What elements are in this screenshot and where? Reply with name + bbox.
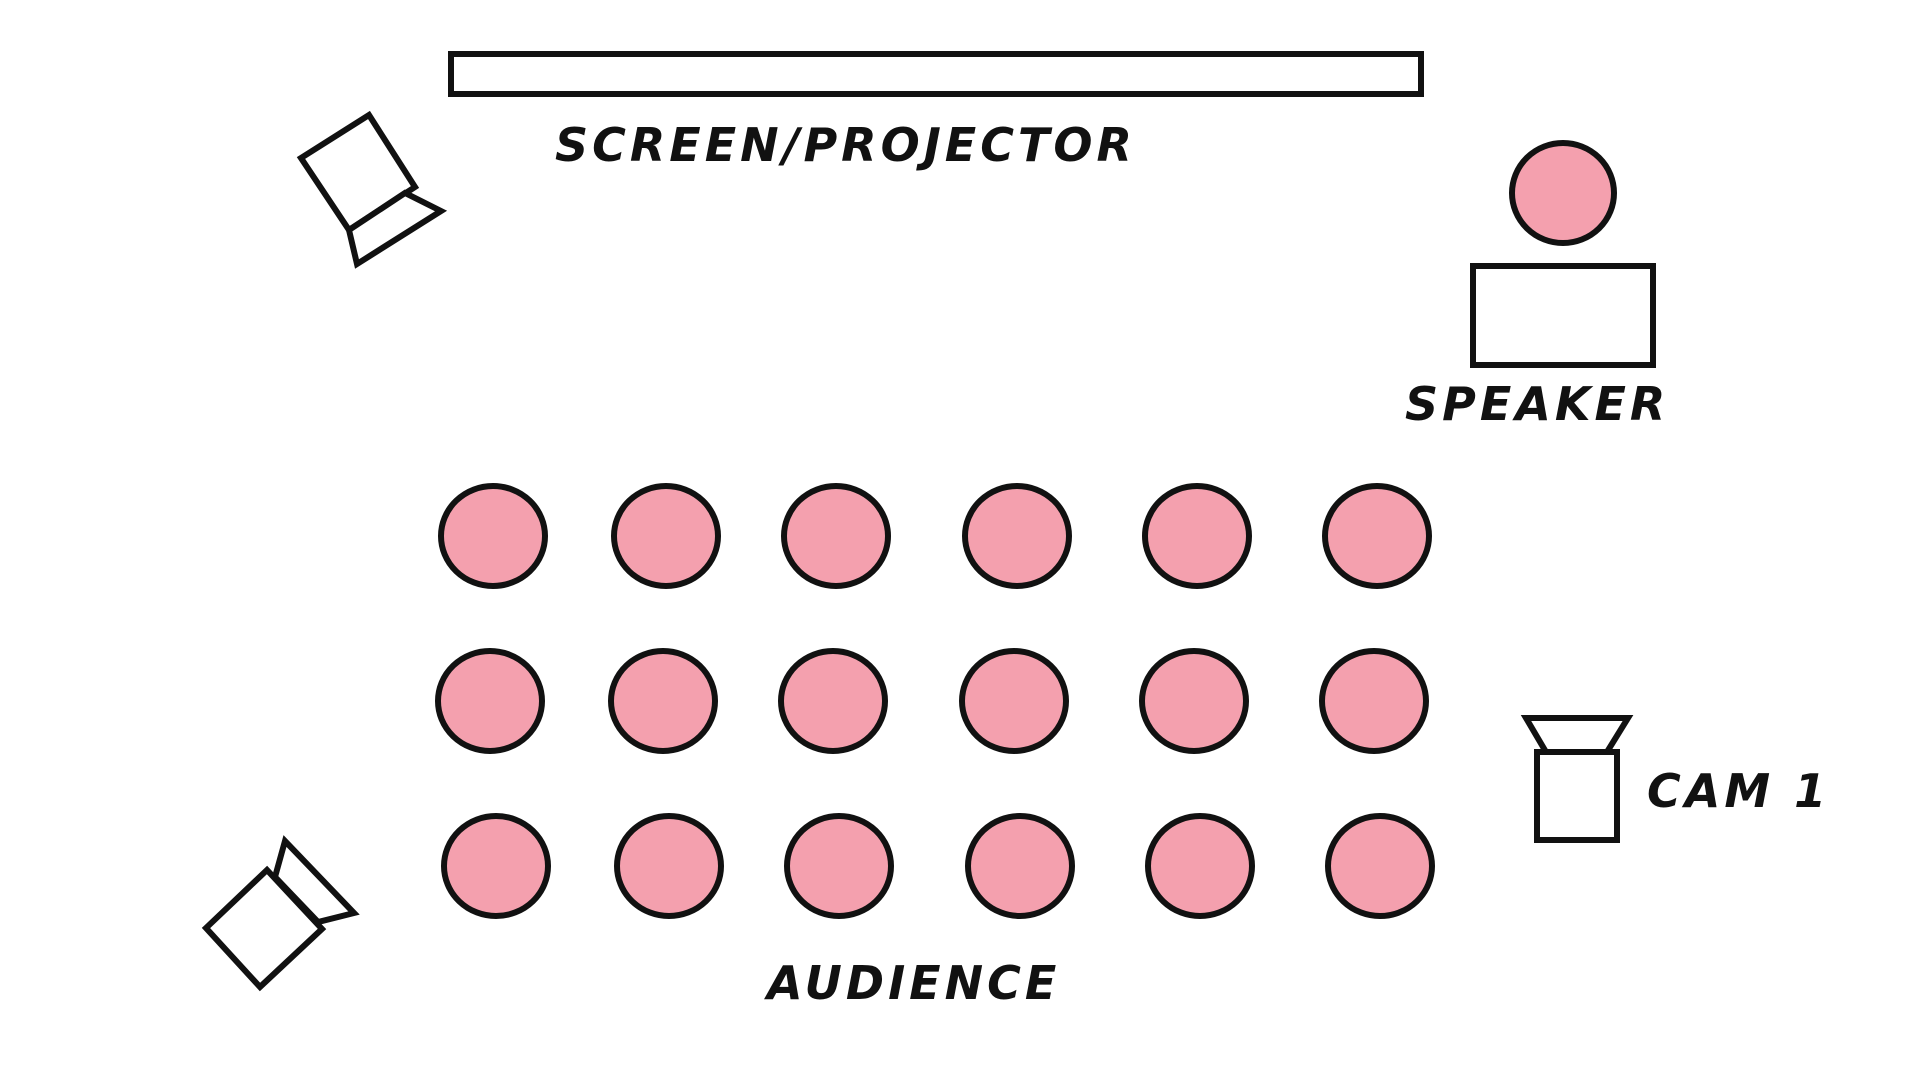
camera-icon xyxy=(296,110,448,269)
audience-seat xyxy=(959,648,1069,754)
audience-seating xyxy=(435,483,1435,919)
audience-seat xyxy=(781,483,891,589)
audience-seat xyxy=(1325,813,1435,919)
podium-icon xyxy=(1470,263,1656,368)
audience-seat xyxy=(441,813,551,919)
audience-seat xyxy=(1319,648,1429,754)
audience-seat xyxy=(438,483,548,589)
audience-seat xyxy=(1139,648,1249,754)
camera-icon xyxy=(1520,715,1634,843)
cam-1-label: CAM 1 xyxy=(1647,764,1830,818)
audience-seat xyxy=(1145,813,1255,919)
audience-seat xyxy=(614,813,724,919)
person-icon xyxy=(1509,140,1617,246)
speaker-label: SPEAKER xyxy=(1405,377,1669,431)
audience-seat xyxy=(608,648,718,754)
screen-projector-label: SCREEN/PROJECTOR xyxy=(555,118,1136,172)
audience-seat xyxy=(435,648,545,754)
audience-seat xyxy=(784,813,894,919)
screen-projector-bar xyxy=(448,51,1424,97)
audience-seat xyxy=(1322,483,1432,589)
audience-seat xyxy=(965,813,1075,919)
audience-label: AUDIENCE xyxy=(764,956,1060,1010)
audience-seat xyxy=(1142,483,1252,589)
audience-seat xyxy=(611,483,721,589)
audience-seat xyxy=(962,483,1072,589)
camera-icon xyxy=(201,835,360,992)
audience-seat xyxy=(778,648,888,754)
